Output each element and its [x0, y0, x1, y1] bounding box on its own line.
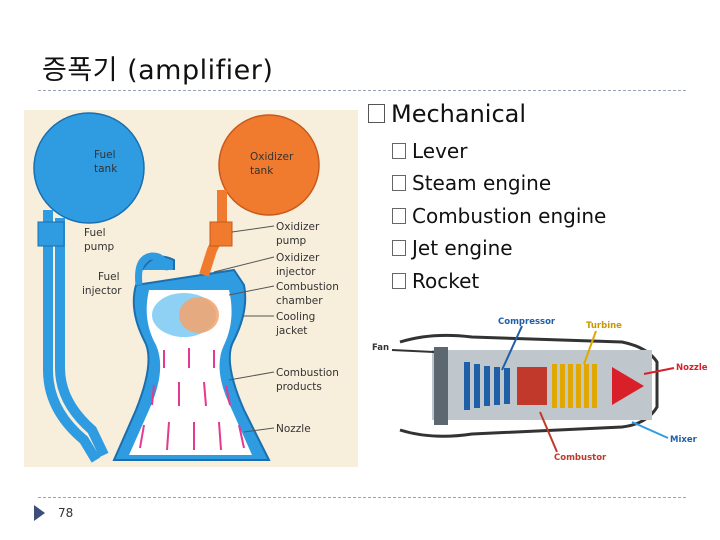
oxidizer-tank-shape [218, 114, 320, 216]
label-oxidizer-injector: Oxidizer [276, 252, 320, 264]
bullet-box-icon [392, 143, 406, 159]
label-cooling-jacket: Cooling [276, 311, 315, 323]
label-fuel-injector: Fuel [98, 271, 120, 283]
oxidizer-pump-shape [209, 221, 233, 247]
compressor-stages [464, 362, 510, 410]
bullet-box-icon [392, 208, 406, 224]
label-fuel-pump-2: pump [84, 241, 115, 253]
rocket-engine-diagram: Fuel tank Oxidizer tank Fuel pump Fuel i… [24, 110, 358, 467]
label-combustion-chamber: Combustion [276, 281, 339, 293]
fan-blades [434, 347, 448, 425]
fuel-pump-shape [37, 221, 65, 247]
combustor-shape [517, 367, 547, 405]
label-mixer: Mixer [670, 435, 698, 445]
fuel-injector-line [135, 252, 168, 286]
label-oxidizer-injector-2: injector [276, 266, 316, 278]
footer-divider [38, 497, 686, 498]
bullet-box-icon [392, 240, 406, 256]
sub-bullet-label: Lever [412, 139, 468, 163]
label-oxidizer-tank-2: tank [250, 165, 274, 177]
label-combustion-chamber-2: chamber [276, 295, 323, 307]
sub-bullet-label: Combustion engine [412, 204, 607, 228]
title-divider [38, 90, 686, 91]
turbine-stages [552, 364, 597, 408]
combustion-mix-oxidizer [179, 297, 219, 333]
label-fuel-tank: Fuel [94, 149, 116, 161]
label-fan: Fan [372, 343, 389, 353]
sub-bullet: Combustion engine [392, 204, 606, 228]
sub-bullet: Jet engine [392, 236, 513, 260]
fuel-tank-shape [33, 112, 145, 224]
combustion-chamber-interior [129, 290, 252, 455]
label-oxidizer-pump-2: pump [276, 235, 307, 247]
sub-bullet-label: Jet engine [412, 236, 513, 260]
bullet-box-icon [392, 273, 406, 289]
main-bullet: Mechanical [368, 100, 526, 128]
label-nozzle: Nozzle [276, 423, 311, 435]
engine-casing [399, 333, 659, 438]
rocket-leader-lines [213, 225, 275, 433]
label-combustion-products-2: products [276, 381, 322, 393]
label-oxidizer-pump: Oxidizer [276, 221, 320, 233]
label-oxidizer-tank: Oxidizer [250, 151, 294, 163]
rocket-labels: Fuel tank Oxidizer tank Fuel pump Fuel i… [82, 149, 339, 435]
sub-bullet-label: Steam engine [412, 171, 552, 195]
label-fuel-injector-2: injector [82, 285, 122, 297]
label-fuel-tank-2: tank [94, 163, 118, 175]
exhaust-arrows [139, 348, 245, 451]
label-combustor: Combustor [554, 453, 607, 462]
sub-bullet: Steam engine [392, 171, 551, 195]
page-arrow-icon [34, 505, 45, 521]
sub-bullet: Rocket [392, 269, 479, 293]
page-number: 78 [58, 506, 74, 520]
bullet-box-icon [368, 104, 385, 123]
label-cooling-jacket-2: jacket [275, 325, 307, 337]
sub-bullet: Lever [392, 139, 467, 163]
label-fuel-pump: Fuel [84, 227, 106, 239]
main-bullet-label: Mechanical [391, 100, 527, 128]
label-combustion-products: Combustion [276, 367, 339, 379]
label-compressor: Compressor [498, 317, 556, 327]
bullet-box-icon [392, 175, 406, 191]
sub-bullet-label: Rocket [412, 269, 480, 293]
label-turbine: Turbine [586, 321, 622, 331]
slide-title: 증폭기 (amplifier) [42, 55, 274, 86]
nozzle-cone [612, 367, 644, 405]
jet-leader-lines [391, 325, 675, 453]
jet-engine-diagram: Compressor Turbine Fan Nozzle Mixer Comb… [372, 317, 708, 462]
label-nozzle: Nozzle [676, 363, 708, 373]
fuel-line [43, 210, 109, 463]
